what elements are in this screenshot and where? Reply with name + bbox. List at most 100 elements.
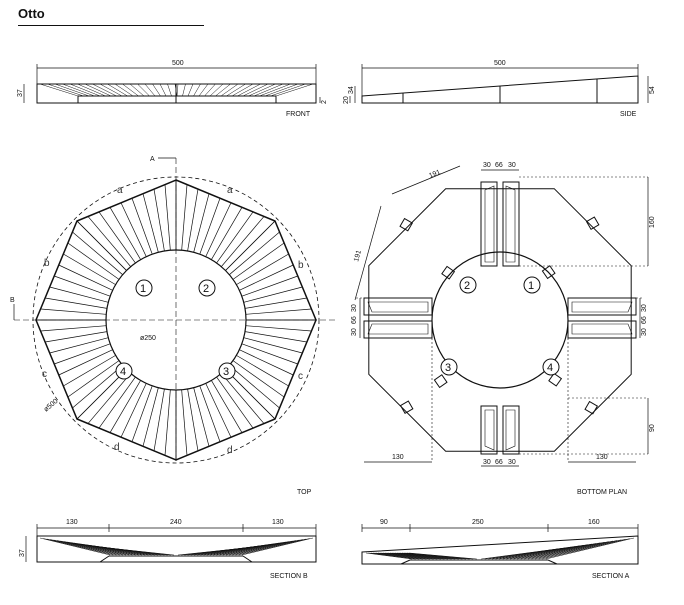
slat-line bbox=[187, 83, 194, 97]
slat-line bbox=[229, 231, 280, 275]
slat-line bbox=[76, 220, 127, 271]
top-inner-diameter: ø250 bbox=[140, 335, 156, 342]
section-marker-b: B bbox=[10, 297, 15, 304]
slat-line bbox=[204, 83, 216, 97]
edge-letter-c1: c bbox=[42, 369, 47, 380]
section-a-caption: SECTION A bbox=[592, 573, 630, 580]
slat-line bbox=[122, 83, 139, 97]
slat-line bbox=[237, 83, 261, 97]
slat-line bbox=[153, 388, 165, 451]
slat-line bbox=[221, 373, 265, 424]
edge-letter-c2: c bbox=[298, 371, 303, 382]
slat-line bbox=[538, 538, 626, 560]
bottom-quadrant-markers: 2 1 3 4 bbox=[440, 276, 560, 376]
slat-line bbox=[181, 184, 188, 251]
slat-line bbox=[137, 83, 150, 97]
slat-line bbox=[370, 552, 420, 560]
slat-line bbox=[236, 253, 289, 285]
slat-line bbox=[152, 83, 161, 97]
slat-line bbox=[231, 83, 254, 97]
slat-line bbox=[394, 552, 456, 560]
slat-line bbox=[241, 275, 298, 297]
slat-line bbox=[382, 552, 438, 560]
slat-line bbox=[62, 83, 95, 97]
section-b-view bbox=[25, 524, 317, 563]
slat-line bbox=[164, 184, 171, 251]
top-quadrant-markers: 1 2 3 4 bbox=[115, 279, 236, 380]
slat-line bbox=[242, 83, 269, 97]
side-outline bbox=[361, 75, 639, 104]
slat-line bbox=[205, 383, 232, 438]
slat-line bbox=[164, 389, 171, 456]
slat-line bbox=[375, 552, 427, 560]
bottom-dimension-lines bbox=[354, 165, 649, 467]
side-high-dim: 54 bbox=[649, 86, 656, 94]
slat-line bbox=[53, 539, 123, 556]
slat-line bbox=[87, 373, 131, 424]
slat-line bbox=[225, 220, 276, 271]
bottom-plan bbox=[354, 165, 649, 467]
slat-line bbox=[67, 242, 120, 280]
slat-line bbox=[54, 83, 90, 97]
slat-line bbox=[109, 380, 141, 433]
slat-line bbox=[58, 264, 113, 291]
front-view bbox=[23, 64, 321, 104]
side-caption: SIDE bbox=[620, 111, 637, 118]
section-b-dim-mid: 240 bbox=[170, 519, 182, 526]
slat-line bbox=[368, 552, 416, 560]
bottom-inner-circle bbox=[431, 251, 569, 389]
slat-line bbox=[524, 541, 609, 560]
side-view bbox=[349, 64, 649, 104]
slat-line bbox=[120, 202, 147, 257]
slat-line bbox=[144, 83, 156, 97]
slat-line bbox=[174, 83, 178, 97]
slat-line bbox=[199, 198, 221, 255]
slat-line bbox=[531, 540, 618, 560]
slat-line bbox=[84, 83, 112, 97]
slat-line bbox=[49, 337, 109, 354]
slat-line bbox=[67, 360, 120, 398]
slat-line bbox=[248, 83, 276, 97]
slat-line bbox=[76, 369, 127, 420]
slat-line bbox=[385, 552, 441, 560]
bottom-feet bbox=[399, 216, 600, 415]
edge-letter-d2: d bbox=[227, 445, 233, 456]
slat-line bbox=[50, 539, 120, 556]
slat-line bbox=[39, 537, 111, 556]
slat-line bbox=[209, 83, 224, 97]
bottom-rails bbox=[363, 181, 637, 455]
slat-line bbox=[365, 552, 413, 560]
top-quadrant-2: 2 bbox=[203, 283, 209, 295]
slat-line bbox=[176, 83, 179, 97]
front-width-dim: 500 bbox=[172, 60, 184, 67]
slat-line bbox=[107, 83, 128, 97]
slat-line bbox=[43, 538, 114, 556]
slat-line bbox=[182, 83, 186, 97]
slat-line bbox=[98, 211, 136, 264]
slat-line bbox=[241, 343, 298, 365]
slat-line bbox=[120, 383, 147, 438]
slat-line bbox=[205, 202, 232, 257]
slat-line bbox=[377, 552, 431, 560]
slat-line bbox=[409, 552, 477, 560]
bottom-quadrant-3: 3 bbox=[445, 362, 451, 374]
bottom-right-dim-c: 30 bbox=[641, 328, 648, 336]
edge-letter-d1: d bbox=[114, 442, 120, 453]
slat-line bbox=[535, 539, 622, 560]
slat-line bbox=[114, 83, 134, 97]
slat-line bbox=[239, 349, 294, 376]
slat-line bbox=[220, 83, 239, 97]
section-b-dim-left: 130 bbox=[66, 519, 78, 526]
edge-letter-b1: b bbox=[44, 258, 50, 269]
bottom-left-dim-b: 66 bbox=[351, 316, 358, 324]
slat-line bbox=[198, 83, 209, 97]
slat-line bbox=[87, 216, 131, 267]
slat-line bbox=[211, 380, 243, 433]
section-b-dim-height: 37 bbox=[19, 549, 26, 557]
slat-line bbox=[56, 540, 127, 556]
slat-line bbox=[241, 537, 314, 556]
slat-line bbox=[40, 325, 107, 332]
slat-line bbox=[270, 83, 306, 97]
bottom-left-dim-c: 30 bbox=[351, 328, 358, 336]
